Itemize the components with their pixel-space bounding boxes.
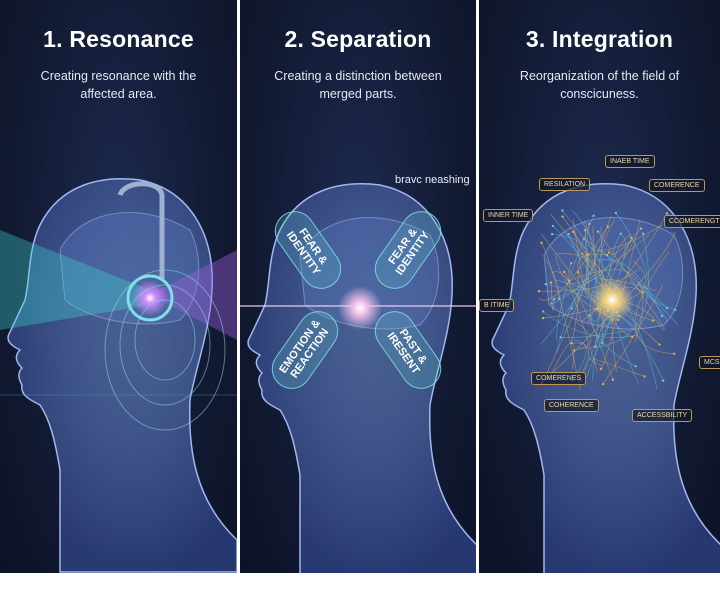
- panel-title: 2. Separation: [284, 26, 432, 52]
- concept-tag: B ITIME: [479, 299, 515, 312]
- concept-tag: COHERENCE: [544, 399, 599, 412]
- panel-integration: INAEB TIME RESILATION COMERENCE INNER TI…: [479, 0, 720, 573]
- head-with-separated-parts-illustration: [240, 183, 476, 573]
- concept-tag: CCOMERENGT: [664, 215, 720, 228]
- concept-tag: INAEB TIME: [605, 155, 655, 168]
- concept-tag: INNER TIME: [483, 209, 534, 222]
- concept-tag: COMERENES: [531, 372, 587, 385]
- head-with-headphones-illustration: [0, 178, 237, 573]
- panel-title: 1. Resonance: [43, 26, 194, 52]
- concept-tag: ACCESSBILITY: [632, 409, 693, 422]
- panel-resonance: 1. Resonance Creating resonance with the…: [0, 0, 237, 573]
- panel-separation: bravc neashing FEAR & IDENTITY FEAR & ID…: [240, 0, 476, 573]
- head-with-neural-network-illustration: [491, 183, 720, 573]
- annotation-text: bravc neashing: [395, 174, 470, 186]
- concept-tag: RESILATION: [539, 178, 591, 191]
- panel-title: 3. Integration: [525, 26, 674, 52]
- concept-tag: COMERENCE: [649, 179, 705, 192]
- concept-tag: MCSSI: [699, 356, 720, 369]
